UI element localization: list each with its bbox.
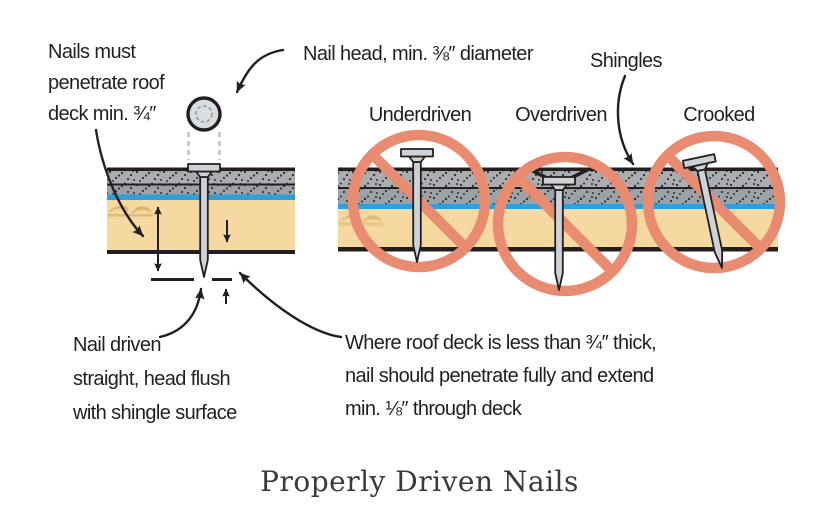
- label-crooked: Crooked: [683, 104, 755, 126]
- annotation-line: Where roof deck is less than ¾″ thick,: [345, 332, 657, 354]
- annotation-line: penetrate roof: [48, 72, 165, 94]
- leader-arrow-where-roof: [238, 271, 343, 339]
- annotation-nails-must: Nails must penetrate roof deck min. ¾″: [48, 37, 165, 130]
- figure-title: Properly Driven Nails: [260, 465, 579, 498]
- prohibition-icon-overdriven: [492, 151, 638, 297]
- annotation-line: Nails must: [48, 41, 136, 63]
- annotation-nail-driven: Nail driven straight, head flush with sh…: [73, 328, 237, 430]
- annotation-line: straight, head flush: [73, 368, 231, 390]
- penetration-dimension: [151, 206, 232, 304]
- annotation-nail-head: Nail head, min. ⅜″ diameter: [303, 43, 533, 65]
- prohibition-icon-crooked: [642, 130, 786, 274]
- annotation-line: deck min. ¾″: [48, 103, 156, 125]
- label-overdriven: Overdriven: [515, 104, 607, 126]
- nail-head-top-view: [186, 96, 222, 160]
- leader-arrow-nails-must: [94, 128, 145, 238]
- leader-arrow-shingles: [616, 74, 635, 166]
- annotation-line: with shingle surface: [73, 402, 237, 424]
- leader-arrow-nail-driven: [158, 287, 205, 339]
- annotation-where-roof: Where roof deck is less than ¾″ thick, n…: [345, 327, 657, 426]
- leader-arrow-nail-head: [235, 48, 285, 94]
- annotation-shingles: Shingles: [590, 50, 663, 72]
- annotation-line: Nail driven: [73, 334, 161, 356]
- annotation-line: nail should penetrate fully and extend: [345, 365, 654, 387]
- annotation-line: min. ⅛″ through deck: [345, 398, 522, 420]
- label-underdriven: Underdriven: [368, 104, 472, 126]
